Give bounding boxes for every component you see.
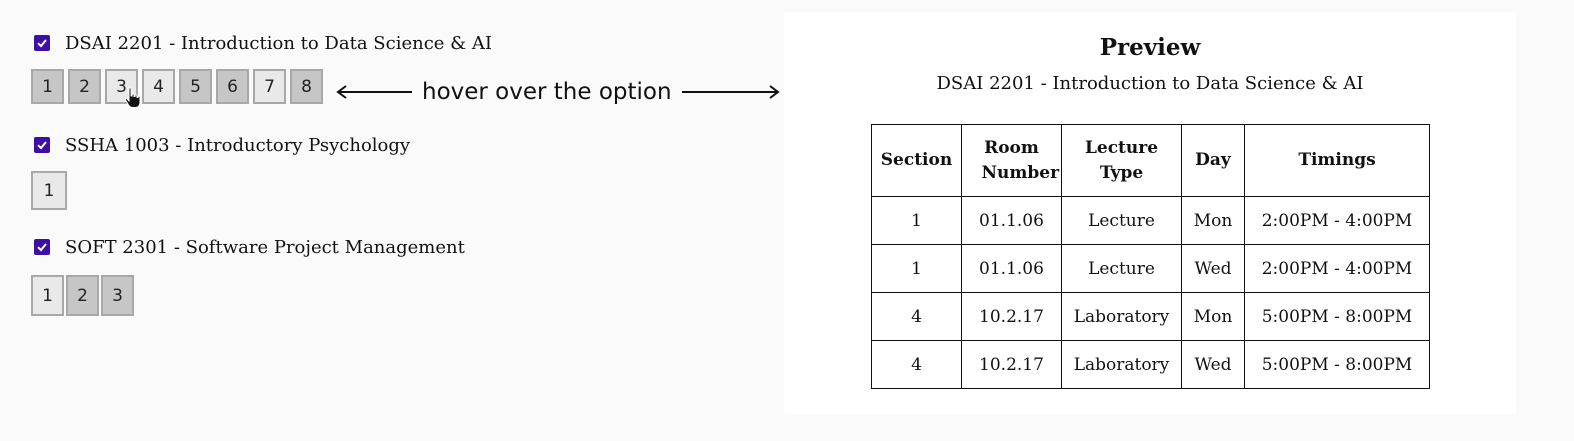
- section-option-1[interactable]: 1: [31, 275, 64, 316]
- table-row: 1 01.1.06 Lecture Wed 2:00PM - 4:00PM: [871, 244, 1430, 293]
- cell-section: 4: [871, 292, 962, 341]
- section-option-5[interactable]: 5: [179, 69, 212, 104]
- column-header-room-number: Room Number: [961, 124, 1062, 197]
- section-option-7[interactable]: 7: [253, 69, 286, 104]
- course-title: SSHA 1003 - Introductory Psychology: [65, 134, 411, 156]
- table-row: 4 10.2.17 Laboratory Wed 5:00PM - 8:00PM: [871, 340, 1430, 389]
- cell-day: Wed: [1181, 244, 1245, 293]
- section-option-3[interactable]: 3: [101, 275, 134, 316]
- column-header-lecture-type: Lecture Type: [1061, 124, 1182, 197]
- cell-day: Mon: [1181, 196, 1245, 245]
- course-list-panel: DSAI 2201 - Introduction to Data Science…: [0, 0, 780, 441]
- cell-section: 1: [871, 244, 962, 293]
- table-row: 4 10.2.17 Laboratory Mon 5:00PM - 8:00PM: [871, 292, 1430, 341]
- course-header: SSHA 1003 - Introductory Psychology: [34, 133, 410, 157]
- header-text: Lecture Type: [1084, 137, 1159, 183]
- column-header-day: Day: [1181, 124, 1245, 197]
- cell-room: 10.2.17: [961, 292, 1062, 341]
- section-option-4[interactable]: 4: [142, 69, 175, 104]
- section-options: 1: [31, 171, 410, 210]
- course-checkbox[interactable]: [34, 239, 50, 255]
- section-option-3[interactable]: 3: [105, 69, 141, 108]
- table-row: 1 01.1.06 Lecture Mon 2:00PM - 4:00PM: [871, 196, 1430, 245]
- hand-pointer-icon: [124, 87, 141, 108]
- column-header-timings: Timings: [1244, 124, 1430, 197]
- cell-type: Laboratory: [1061, 292, 1182, 341]
- section-options: 1 2 3 4 5 6 7 8: [31, 69, 492, 108]
- course-header: DSAI 2201 - Introduction to Data Science…: [34, 31, 492, 55]
- hover-annotation: hover over the option: [336, 72, 780, 112]
- check-icon: [37, 243, 47, 252]
- course-checkbox[interactable]: [34, 137, 50, 153]
- cell-room: 01.1.06: [961, 196, 1062, 245]
- cell-type: Lecture: [1061, 244, 1182, 293]
- course-item-dsai-2201: DSAI 2201 - Introduction to Data Science…: [31, 31, 492, 108]
- cell-timings: 5:00PM - 8:00PM: [1244, 292, 1430, 341]
- section-options: 1 2 3: [31, 275, 465, 316]
- cell-timings: 2:00PM - 4:00PM: [1244, 244, 1430, 293]
- arrow-left-icon: [336, 85, 412, 99]
- annotation-text: hover over the option: [422, 79, 672, 105]
- section-option-2[interactable]: 2: [66, 275, 99, 316]
- cell-type: Lecture: [1061, 196, 1182, 245]
- cell-timings: 5:00PM - 8:00PM: [1244, 340, 1430, 389]
- column-header-section: Section: [871, 124, 962, 197]
- section-option-label: 3: [116, 76, 127, 97]
- cell-type: Laboratory: [1061, 340, 1182, 389]
- cell-room: 01.1.06: [961, 244, 1062, 293]
- schedule-table: Section Room Number Lecture Type Day Tim…: [871, 124, 1430, 389]
- check-icon: [37, 39, 47, 48]
- header-text: Room Number: [981, 137, 1060, 183]
- section-option-1[interactable]: 1: [31, 69, 64, 104]
- cell-day: Wed: [1181, 340, 1245, 389]
- cell-room: 10.2.17: [961, 340, 1062, 389]
- arrow-right-icon: [681, 85, 780, 99]
- course-item-soft-2301: SOFT 2301 - Software Project Management …: [31, 235, 465, 316]
- section-option-2[interactable]: 2: [68, 69, 101, 104]
- cell-section: 1: [871, 196, 962, 245]
- course-header: SOFT 2301 - Software Project Management: [34, 235, 465, 259]
- check-icon: [37, 141, 47, 150]
- preview-subtitle: DSAI 2201 - Introduction to Data Science…: [936, 73, 1364, 94]
- section-option-6[interactable]: 6: [216, 69, 249, 104]
- course-item-ssha-1003: SSHA 1003 - Introductory Psychology 1: [31, 133, 410, 210]
- table-header-row: Section Room Number Lecture Type Day Tim…: [871, 124, 1430, 197]
- cell-timings: 2:00PM - 4:00PM: [1244, 196, 1430, 245]
- section-option-8[interactable]: 8: [290, 69, 323, 104]
- preview-title: Preview: [1099, 34, 1201, 61]
- course-title: SOFT 2301 - Software Project Management: [65, 236, 465, 258]
- cell-section: 4: [871, 340, 962, 389]
- preview-panel: Preview DSAI 2201 - Introduction to Data…: [784, 12, 1516, 414]
- course-checkbox[interactable]: [34, 35, 50, 51]
- section-option-1[interactable]: 1: [31, 171, 67, 210]
- cell-day: Mon: [1181, 292, 1245, 341]
- course-title: DSAI 2201 - Introduction to Data Science…: [65, 32, 493, 54]
